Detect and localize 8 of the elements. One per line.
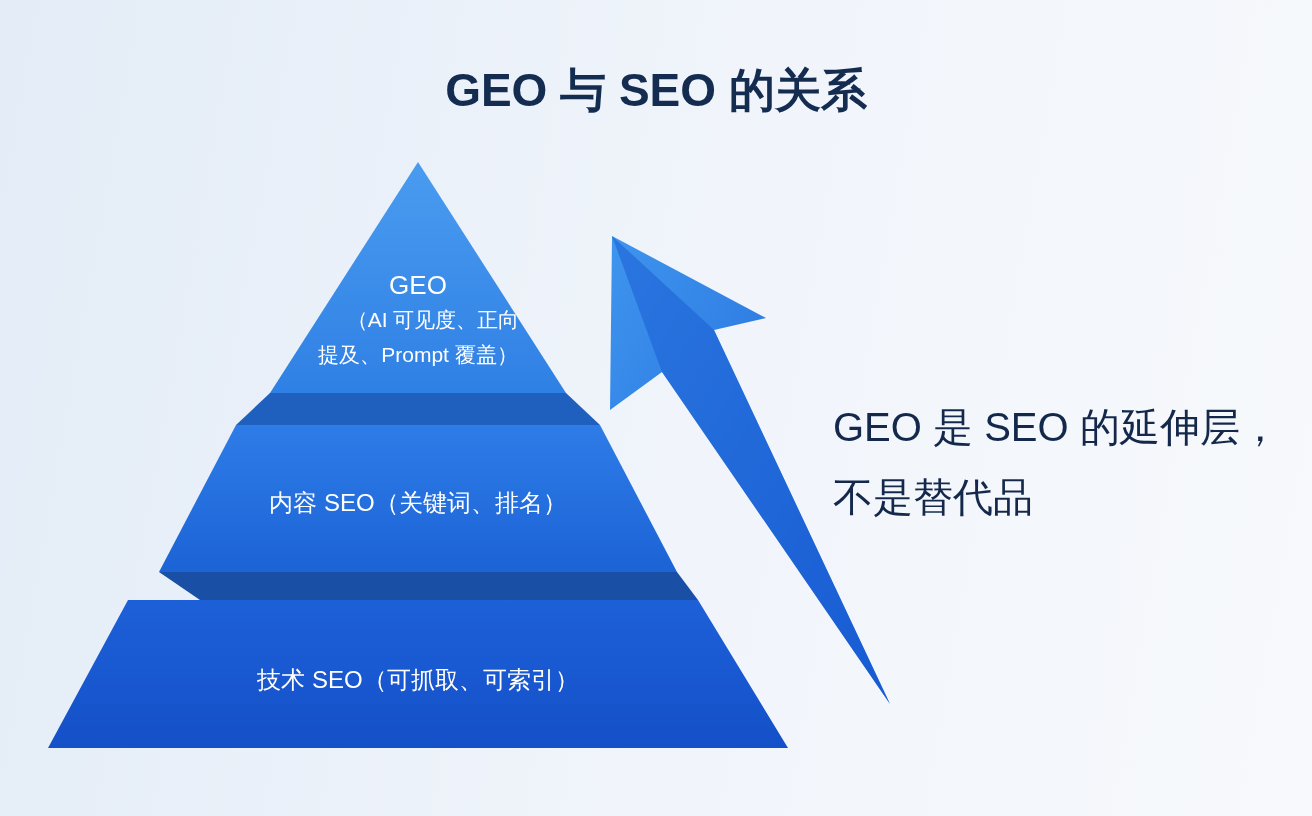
layer-label: 技术 SEO（可抓取、可索引） xyxy=(257,665,579,695)
annotation-text: GEO 是 SEO 的延伸层，不是替代品 xyxy=(833,404,1281,521)
pyramid-bottom-layer xyxy=(46,572,790,750)
layer-title: GEO xyxy=(389,269,447,302)
diagram-title: GEO 与 SEO 的关系 xyxy=(444,63,868,118)
layer-description: （AI 可见度、正向提及、Prompt 覆盖） xyxy=(317,307,521,368)
pyramid-middle-layer xyxy=(158,393,678,572)
layer-label: 内容 SEO（关键词、排名） xyxy=(269,488,567,518)
